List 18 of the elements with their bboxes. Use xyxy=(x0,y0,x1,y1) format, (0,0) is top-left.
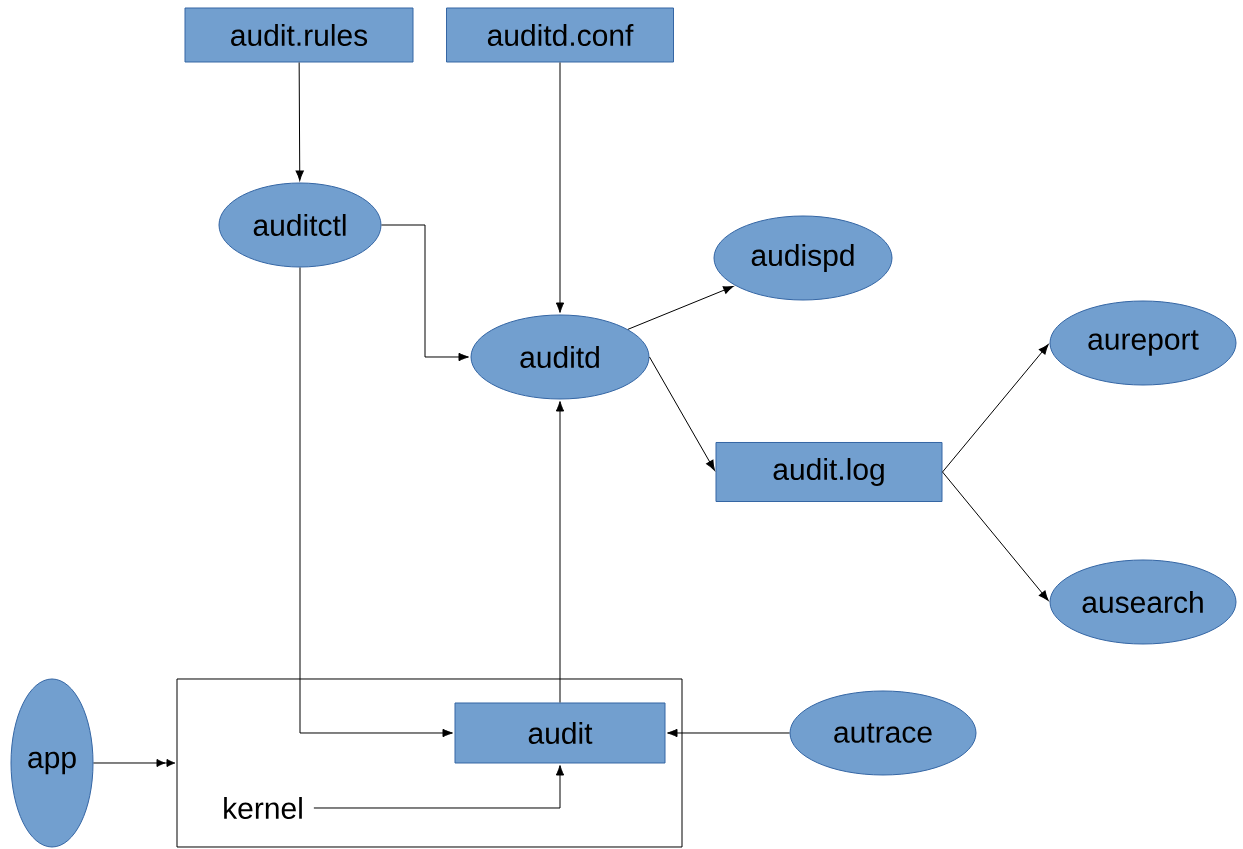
arrow xyxy=(942,471,1049,601)
arrow xyxy=(93,758,176,768)
process-box: audit.log xyxy=(715,442,943,502)
arrow xyxy=(381,224,469,362)
arrow xyxy=(649,356,715,471)
arrow xyxy=(667,728,790,738)
text-label: kernel xyxy=(224,797,302,819)
container-box xyxy=(176,678,683,848)
arrow xyxy=(627,285,734,330)
arrow xyxy=(295,62,304,181)
arrow xyxy=(942,344,1049,473)
arrow xyxy=(299,267,453,738)
process-box: auditd.conf xyxy=(446,7,674,63)
arrow xyxy=(555,62,565,313)
arrow xyxy=(555,401,565,703)
process-box: audit xyxy=(454,702,666,764)
process-box: audit.rules xyxy=(184,7,414,63)
arrow xyxy=(313,765,565,809)
